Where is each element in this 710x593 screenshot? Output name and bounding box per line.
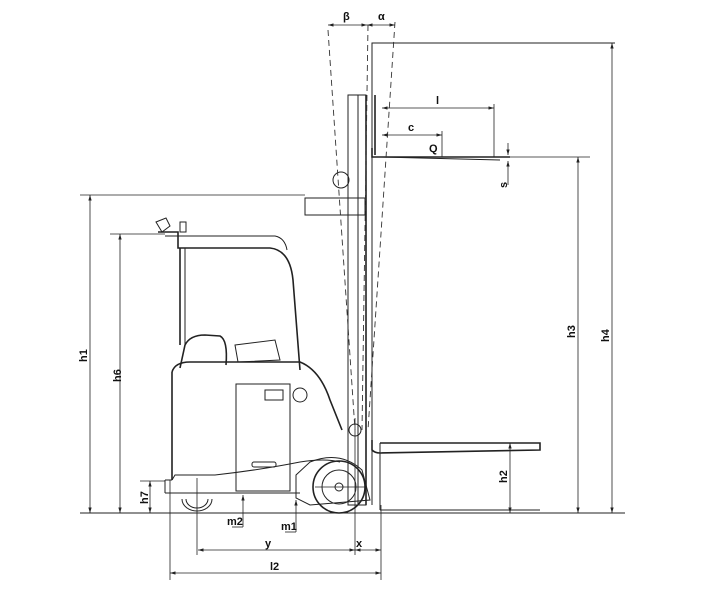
label-h2: h2: [498, 470, 510, 483]
label-h7: h7: [139, 491, 151, 504]
label-h6: h6: [112, 369, 124, 382]
label-alpha: α: [378, 11, 385, 23]
label-beta: β: [343, 11, 350, 23]
label-h4: h4: [600, 328, 612, 342]
label-Q: Q: [429, 143, 438, 155]
max-height-outline: [371, 42, 615, 148]
label-s: s: [498, 182, 510, 188]
fork-raised: [371, 148, 510, 158]
label-y: y: [265, 538, 272, 550]
label-h1: h1: [78, 349, 90, 362]
label-h3: h3: [566, 325, 578, 338]
label-l2: l2: [270, 561, 279, 573]
mast: [304, 94, 376, 506]
label-m2: m2: [227, 516, 243, 528]
label-x: x: [356, 538, 363, 550]
label-c: c: [408, 122, 414, 134]
tilt-back-line: [327, 29, 356, 431]
forklift-body: [155, 217, 371, 506]
fork-lowered: [371, 440, 541, 454]
tilt-forward-line: [367, 21, 396, 431]
label-l: l: [436, 95, 439, 107]
rear-wheel: [181, 478, 213, 555]
dimension-lines: [80, 23, 614, 580]
drive-wheel: [312, 418, 366, 555]
label-m1: m1: [281, 521, 297, 533]
mast-axis-line: [361, 24, 369, 431]
